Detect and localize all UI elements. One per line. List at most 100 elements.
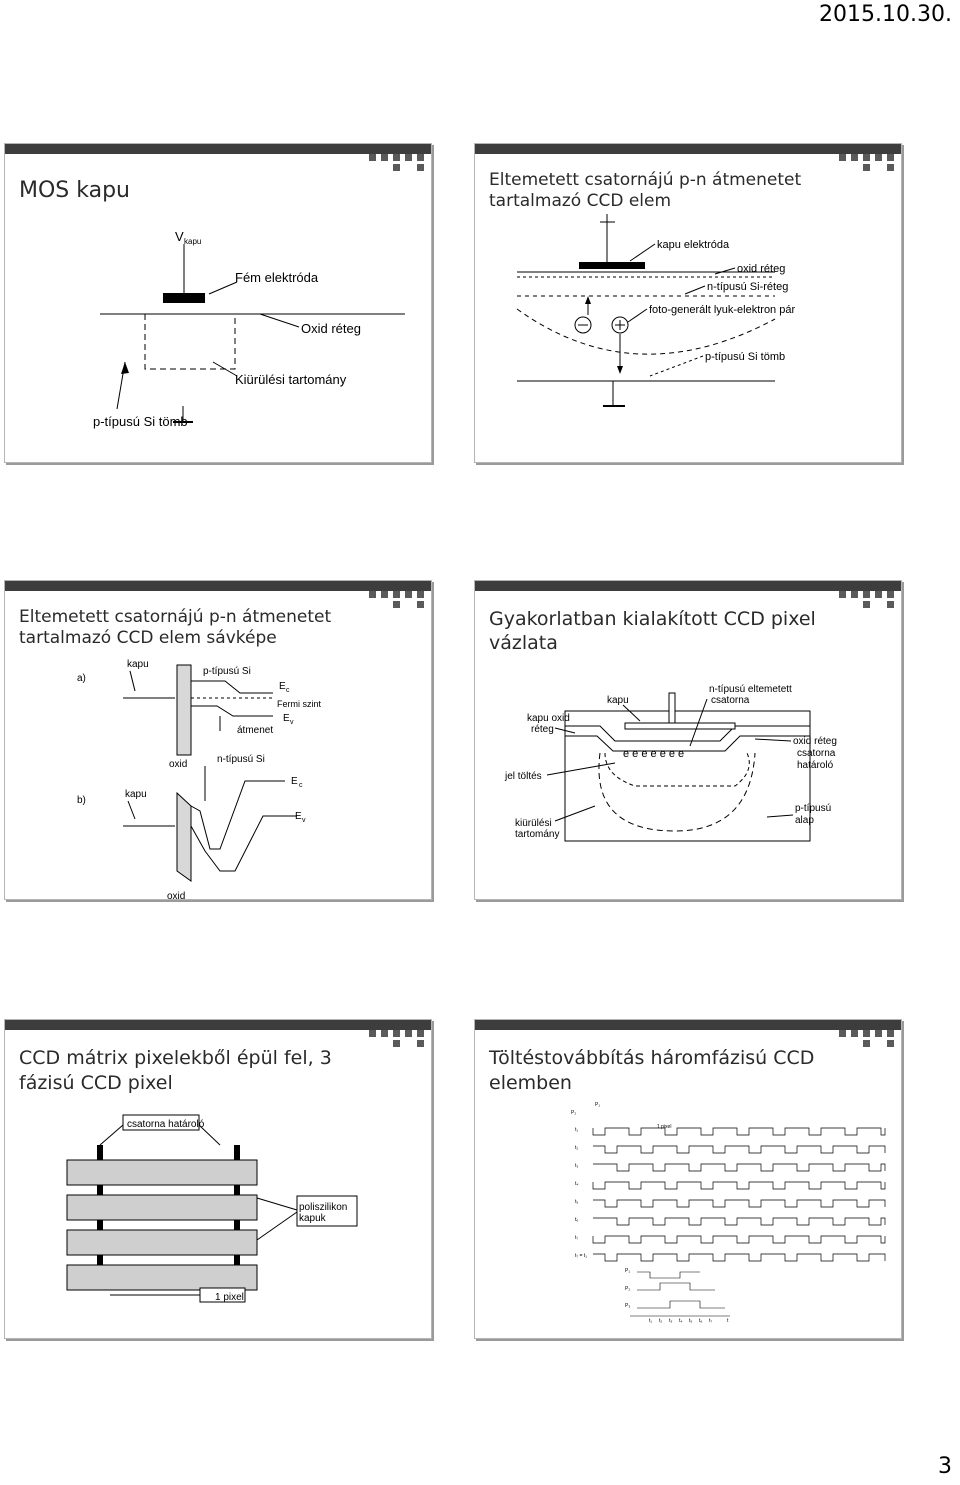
- svg-text:kapu: kapu: [607, 695, 629, 706]
- slide-corner-decoration: [829, 144, 901, 172]
- svg-text:1 pixel: 1 pixel: [215, 1292, 244, 1303]
- svg-text:v: v: [290, 719, 294, 726]
- svg-text:t₂: t₂: [659, 1318, 662, 1324]
- svg-text:tartomány: tartomány: [515, 829, 559, 840]
- timing-row-waveform: [593, 1145, 886, 1154]
- svg-text:1 pixel: 1 pixel: [657, 1124, 671, 1130]
- slide-ccd-matrix: CCD mátrix pixelekből épül fel, 3 fázisú…: [4, 1019, 432, 1339]
- svg-text:E: E: [291, 776, 298, 787]
- svg-text:t₄: t₄: [679, 1318, 682, 1324]
- slide-title: Eltemetett csatornájú p-n átmenetet tart…: [489, 170, 802, 211]
- svg-text:réteg: réteg: [531, 724, 554, 735]
- n-tipusu-label: n-típusú Si-réteg: [707, 281, 788, 293]
- svg-text:c: c: [286, 687, 290, 694]
- timing-row-label: t₅: [575, 1199, 578, 1205]
- slide-title: Gyakorlatban kialakított CCD pixel vázla…: [489, 608, 816, 654]
- slide-title: Töltéstovábbítás háromfázisú CCD elemben: [489, 1047, 815, 1094]
- slide-top-bar: [5, 144, 431, 154]
- timing-row-waveform: [593, 1253, 886, 1262]
- charge-transfer-diagram: P₁ P₂ 1 pixel P₁ P₂ P₃ t₁ t₂ t₃ t₄ t₅ t₆…: [571, 1102, 886, 1324]
- svg-text:p-típusú: p-típusú: [795, 803, 831, 814]
- page-date: 2015.10.30.: [819, 2, 952, 27]
- svg-text:Fermi szint: Fermi szint: [277, 699, 322, 709]
- timing-row-label: t₁: [575, 1127, 578, 1133]
- svg-text:t₁: t₁: [649, 1318, 652, 1324]
- foto-label: foto-generált lyuk-elektron pár: [649, 304, 795, 316]
- slide-title: CCD mátrix pixelekből épül fel, 3 fázisú…: [19, 1047, 332, 1094]
- svg-text:n-típusú eltemetett: n-típusú eltemetett: [709, 684, 792, 695]
- slide-eltemetett-ccd: Eltemetett csatornájú p-n átmenetet tart…: [474, 143, 902, 463]
- slide-corner-decoration: [359, 1020, 431, 1048]
- svg-text:E: E: [279, 681, 286, 692]
- svg-text:poliszilikon: poliszilikon: [299, 1202, 347, 1213]
- svg-text:határoló: határoló: [797, 760, 834, 771]
- buried-channel-diagram: kapu elektróda oxid réteg n-típusú Si-ré…: [516, 214, 795, 407]
- svg-text:E: E: [295, 811, 302, 822]
- svg-text:csatorna: csatorna: [711, 695, 750, 706]
- mos-gate-diagram: V kapu Fém elektróda Oxid réteg Kiürülés…: [93, 229, 405, 429]
- timing-row-waveform: [592, 1127, 886, 1136]
- svg-text:t₃: t₃: [669, 1318, 672, 1324]
- oxid-reteg-label: Oxid réteg: [301, 321, 361, 336]
- slide-corner-decoration: [359, 581, 431, 609]
- svg-text:kapu oxid: kapu oxid: [527, 713, 570, 724]
- svg-text:t₆: t₆: [699, 1318, 702, 1324]
- timing-row-waveform: [592, 1181, 886, 1190]
- p-tipusu-label: p-típusú Si tömb: [705, 351, 785, 363]
- slide-top-bar: [5, 1020, 431, 1030]
- svg-text:t₅: t₅: [689, 1318, 692, 1324]
- timing-row-waveform: [593, 1199, 886, 1208]
- svg-text:csatorna: csatorna: [797, 748, 836, 759]
- svg-text:oxid: oxid: [167, 891, 185, 900]
- svg-text:v: v: [302, 817, 306, 824]
- slide-corner-decoration: [829, 581, 901, 609]
- svg-text:P₂: P₂: [625, 1286, 630, 1292]
- svg-text:átmenet: átmenet: [237, 725, 273, 736]
- svg-text:alap: alap: [795, 815, 814, 826]
- svg-text:kapu: kapu: [125, 789, 147, 800]
- timing-row-label: t₆: [575, 1217, 578, 1223]
- slide-top-bar: [475, 1020, 901, 1030]
- timing-row-label: t₄: [575, 1181, 578, 1187]
- slide-savkep: Eltemetett csatornájú p-n átmenetet tart…: [4, 580, 432, 900]
- timing-row-waveform: [592, 1235, 886, 1244]
- timing-row-waveform: [593, 1217, 886, 1226]
- oxid-reteg-label: oxid réteg: [737, 263, 785, 275]
- timing-row-label: t₃: [575, 1163, 578, 1169]
- kapu-elektroda-label: kapu elektróda: [657, 239, 730, 251]
- svg-text:e e e e e e e: e e e e e e e: [623, 748, 684, 760]
- kiurulesi-label: Kiürülési tartomány: [235, 372, 347, 387]
- svg-text:b): b): [77, 795, 86, 806]
- page-number: 3: [938, 1454, 952, 1479]
- slide-corner-decoration: [359, 144, 431, 172]
- timing-row-label: t₇ = t₁: [575, 1253, 587, 1259]
- svg-text:P₁: P₁: [595, 1102, 600, 1108]
- svg-text:kiürülési: kiürülési: [515, 818, 552, 829]
- svg-text:E: E: [283, 713, 290, 724]
- svg-text:jel töltés: jel töltés: [504, 771, 542, 782]
- ccd-matrix-diagram: csatorna határoló poliszilikon kapuk 1 p…: [66, 1114, 358, 1303]
- ccd-pixel-sketch: e e e e e e e kapu n-típusú eltemetett c…: [504, 684, 837, 842]
- slide-top-bar: [475, 144, 901, 154]
- svg-text:csatorna határoló: csatorna határoló: [127, 1119, 205, 1130]
- svg-text:t₇: t₇: [709, 1318, 712, 1324]
- slide-top-bar: [475, 581, 901, 591]
- svg-text:n-típusú Si: n-típusú Si: [217, 754, 265, 765]
- svg-text:P₁: P₁: [625, 1268, 630, 1274]
- v-kapu-label: V: [175, 229, 184, 244]
- fem-elektroda-label: Fém elektróda: [235, 270, 319, 285]
- slide-mos-kapu: MOS kapu V kapu Fém elektróda Oxid réteg…: [4, 143, 432, 463]
- svg-text:P₃: P₃: [625, 1303, 630, 1309]
- timing-row-label: t₇: [575, 1235, 578, 1241]
- slide-top-bar: [5, 581, 431, 591]
- slide-corner-decoration: [829, 1020, 901, 1048]
- svg-text:t: t: [727, 1318, 729, 1324]
- slide-title: Eltemetett csatornájú p-n átmenetet tart…: [19, 607, 332, 648]
- svg-text:c: c: [299, 782, 303, 789]
- timing-row-waveform: [593, 1163, 886, 1172]
- v-kapu-sub: kapu: [184, 237, 201, 246]
- slide-title: MOS kapu: [19, 178, 130, 203]
- svg-text:P₂: P₂: [571, 1110, 576, 1116]
- timing-row-label: t₂: [575, 1145, 578, 1151]
